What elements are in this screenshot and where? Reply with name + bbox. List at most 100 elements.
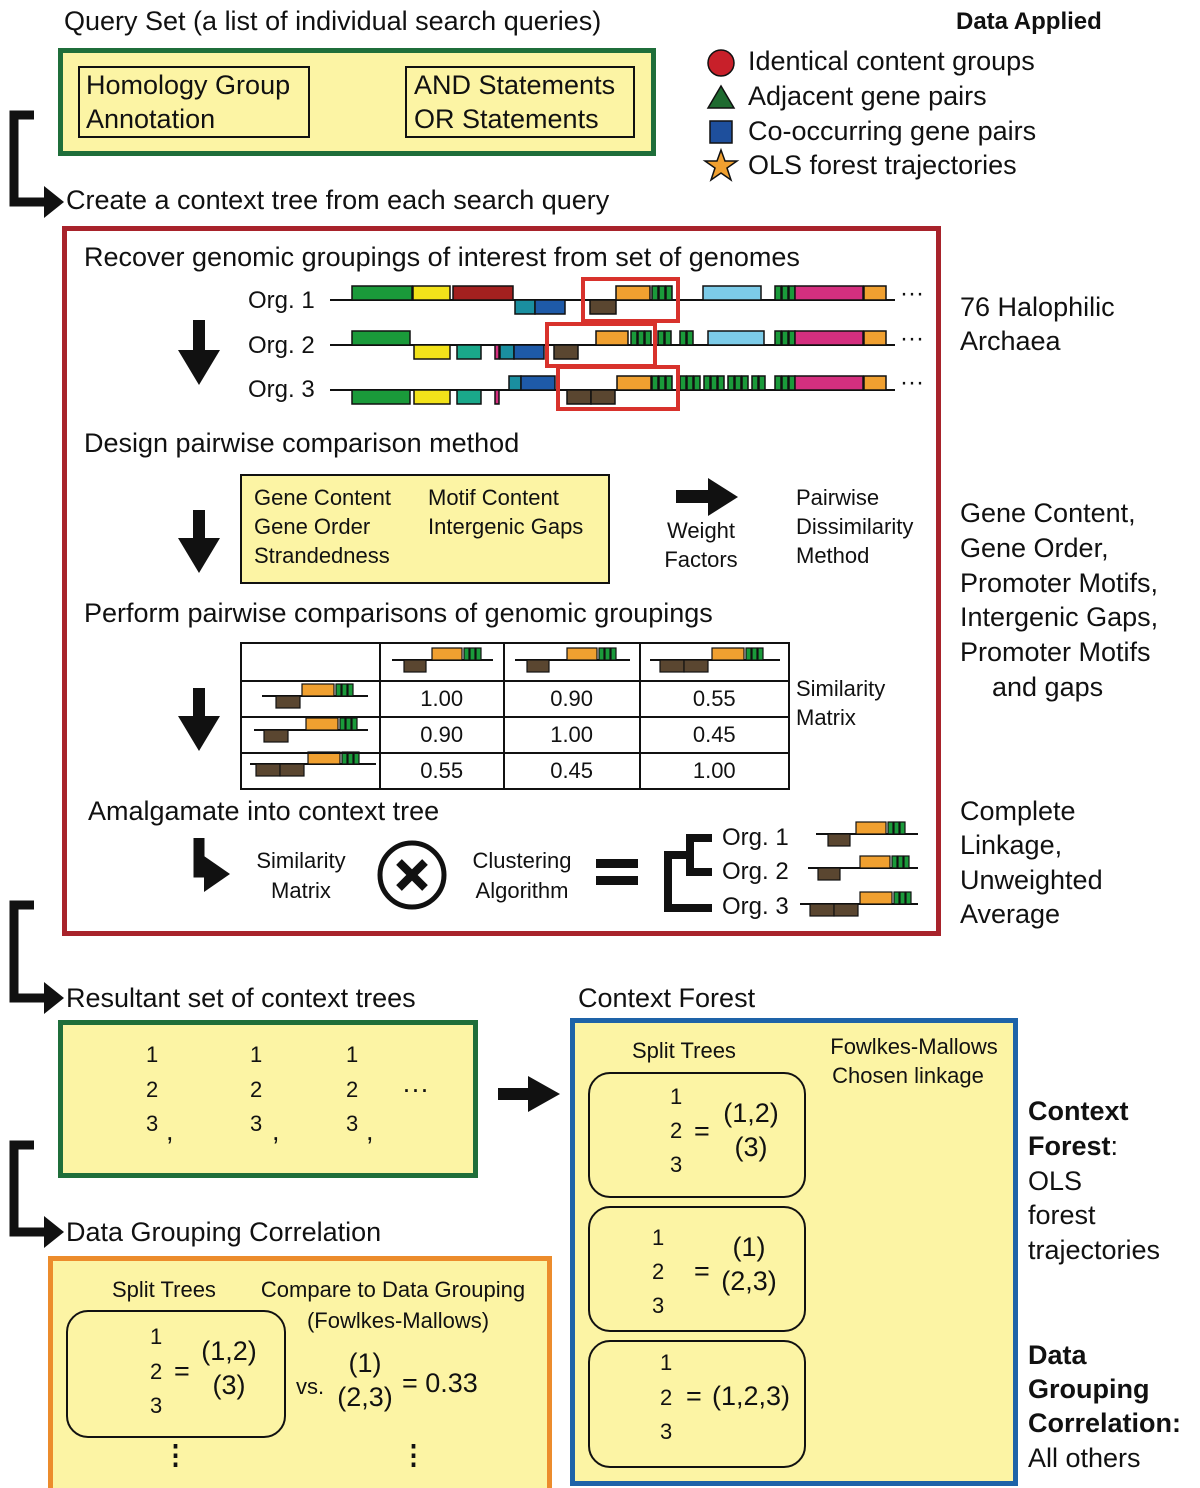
leaf-label: 2 [150,1359,163,1384]
connector-bracket-2 [9,900,46,1003]
matrix-cell: 1.00 [378,680,505,718]
leaf-label: 3 [670,1152,683,1177]
dgc-vs: vs. [296,1374,325,1399]
legend-item-label: Co-occurring gene pairs [748,116,1037,146]
leaf-label: 1 [660,1350,673,1375]
tree-separator: , [166,1116,174,1146]
side-note-line: Average [960,899,1061,929]
grouping-highlights [545,277,680,411]
factor-label: Gene Order [254,514,371,539]
side-note-line: Complete [960,796,1076,826]
matrix-cell: 0.55 [638,680,791,718]
legend-circle-icon [707,49,735,77]
legend-triangle-icon [706,84,736,109]
amalgamate-similarity-label: Matrix [271,878,331,903]
dgc-split-card [66,1310,286,1438]
tree-org-label: Org. 2 [722,858,789,885]
method-label: Method [796,543,870,568]
side-note-line: Intergenic Gaps, [960,602,1159,632]
factor-label: Motif Content [428,485,559,510]
split-equals: = [694,1116,710,1146]
tree-separator: , [272,1116,280,1146]
data-applied-heading: Data Applied [956,8,1102,35]
dgc-tree-result: (1,2) [201,1336,257,1366]
perform-heading: Perform pairwise comparisons of genomic … [84,598,713,628]
legend-cf-bold: Forest [1028,1131,1111,1161]
legend-dgc-bold: Grouping [1028,1374,1150,1404]
legend-item-label: OLS forest trajectories [748,150,1017,180]
matrix-label: Similarity [796,676,886,701]
leaf-label: 3 [146,1111,159,1136]
connector-arrowhead-2 [44,982,64,1014]
method-label: Pairwise [796,485,880,510]
side-note-line: Linkage, [960,830,1063,860]
matrix-cell: 1.00 [638,752,791,790]
amalgamate-heading: Amalgamate into context tree [88,796,440,826]
side-note-line: and gaps [992,672,1104,702]
query-left-line-2: Annotation [86,104,216,134]
recover-heading: Recover genomic groupings of interest fr… [84,242,800,272]
step-arrows [178,320,220,751]
dgc-equals: = [174,1356,190,1386]
legend-dgc-bold: Data [1028,1340,1087,1370]
split-tree-card [588,1072,806,1198]
factor-label: Intergenic Gaps [428,514,584,539]
factor-label: Gene Content [254,485,391,510]
dgc-compare-label: Compare to Data Grouping [260,1277,526,1302]
method-label: Dissimilarity [796,514,914,539]
legend-square-icon [709,120,733,144]
legend-cf-colon: : [1110,1131,1119,1161]
split-tree-card [588,1206,806,1332]
dgc-group: (1) [348,1348,382,1378]
create-tree-heading: Create a context tree from each search q… [66,185,610,215]
connector-arrowhead-3 [44,1216,64,1248]
split-result: (1) [732,1232,766,1262]
split-result: (1,2,3) [712,1381,791,1411]
query-left-line-1: Homology Group [86,70,291,100]
dgc-tree-result: (3) [212,1370,246,1400]
dgc-group: (2,3) [337,1382,393,1412]
context-tree-icon [664,834,712,912]
dgc-vdots: ⋮ [400,1440,427,1470]
to-forest-arrow [498,1088,532,1100]
side-note-line: Promoter Motifs, [960,568,1159,598]
fm-label: Chosen linkage [832,1063,984,1088]
amalgamate-similarity-label: Similarity [256,848,346,873]
leaf-label: 1 [250,1042,263,1067]
side-note-line: Gene Order, [960,533,1109,563]
legend-item-label: Adjacent gene pairs [748,81,987,111]
split-equals: = [686,1381,702,1411]
design-heading: Design pairwise comparison method [84,428,520,458]
org-label: Org. 3 [248,376,315,403]
dgc-result: = 0.33 [402,1368,478,1398]
matrix-cell: 0.90 [502,680,641,718]
legend-cf-bold: Context [1028,1096,1129,1126]
leaf-label: 1 [346,1042,359,1067]
connector-bracket-1 [9,110,46,207]
split-result: (2,3) [721,1266,777,1296]
legend-cf-line: trajectories [1028,1235,1161,1265]
query-statements-box [405,66,635,138]
org-label: Org. 1 [248,287,315,314]
leaf-label: 2 [146,1077,159,1102]
side-note-line: Promoter Motifs [960,637,1151,667]
weight-label: Weight [666,518,736,543]
leaf-label: 2 [660,1385,673,1410]
factor-label: Strandedness [254,543,390,568]
legend-dgc-bold: Correlation: [1028,1408,1182,1438]
leaf-label: 2 [346,1077,359,1102]
resultant-heading: Resultant set of context trees [66,983,416,1013]
legend-cf-line: OLS [1028,1166,1083,1196]
resultant-panel [58,1020,478,1178]
connector-arrowhead-1 [44,186,64,218]
trees-ellipsis: ··· [402,1074,429,1104]
context-tree-panel [62,226,941,936]
clustering-label: Algorithm [475,878,569,903]
legend-cf-line: forest [1028,1200,1096,1230]
leaf-label: 1 [150,1324,163,1349]
tree-org-label: Org. 1 [722,824,789,851]
track-ellipsis: ··· [900,325,924,352]
leaf-label: 2 [250,1077,263,1102]
